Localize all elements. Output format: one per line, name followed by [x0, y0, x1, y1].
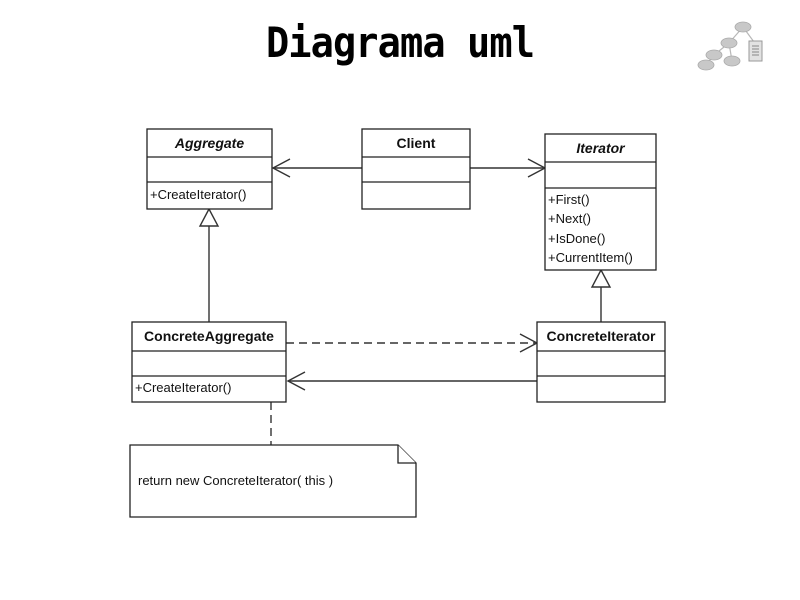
class-concrete-aggregate-operation: +CreateIterator() [135, 380, 231, 395]
page-title: Diagrama uml [265, 18, 535, 67]
dependency-concreteaggregate-concreteiterator [286, 333, 539, 353]
class-client-name: Client [397, 135, 436, 151]
tree-nodes-logo-icon [697, 21, 763, 71]
generalization-concreteiterator-iterator [590, 268, 612, 322]
class-iterator-operation: +Next() [548, 211, 591, 226]
class-concrete-aggregate: ConcreteAggregate +CreateIterator() [131, 321, 287, 403]
association-client-aggregate [271, 158, 362, 178]
note-text: return new ConcreteIterator( this ) [138, 473, 333, 488]
class-aggregate-name: Aggregate [174, 135, 244, 151]
class-concrete-iterator: ConcreteIterator [536, 321, 666, 403]
generalization-concreteaggregate-aggregate [198, 207, 220, 322]
class-aggregate: Aggregate +CreateIterator() [146, 128, 273, 210]
class-iterator-name: Iterator [576, 140, 626, 156]
note: return new ConcreteIterator( this ) [129, 444, 417, 518]
association-client-iterator [470, 158, 547, 178]
class-iterator: Iterator +First() +Next() +IsDone() +Cur… [544, 133, 657, 271]
class-iterator-operation: +CurrentItem() [548, 250, 633, 265]
class-aggregate-operation: +CreateIterator() [150, 187, 246, 202]
association-concreteiterator-concreteaggregate [286, 371, 537, 391]
class-iterator-operation: +IsDone() [548, 231, 605, 246]
class-client: Client [361, 128, 471, 210]
class-concrete-iterator-name: ConcreteIterator [547, 328, 656, 344]
class-iterator-operation: +First() [548, 192, 590, 207]
class-concrete-aggregate-name: ConcreteAggregate [144, 328, 274, 344]
